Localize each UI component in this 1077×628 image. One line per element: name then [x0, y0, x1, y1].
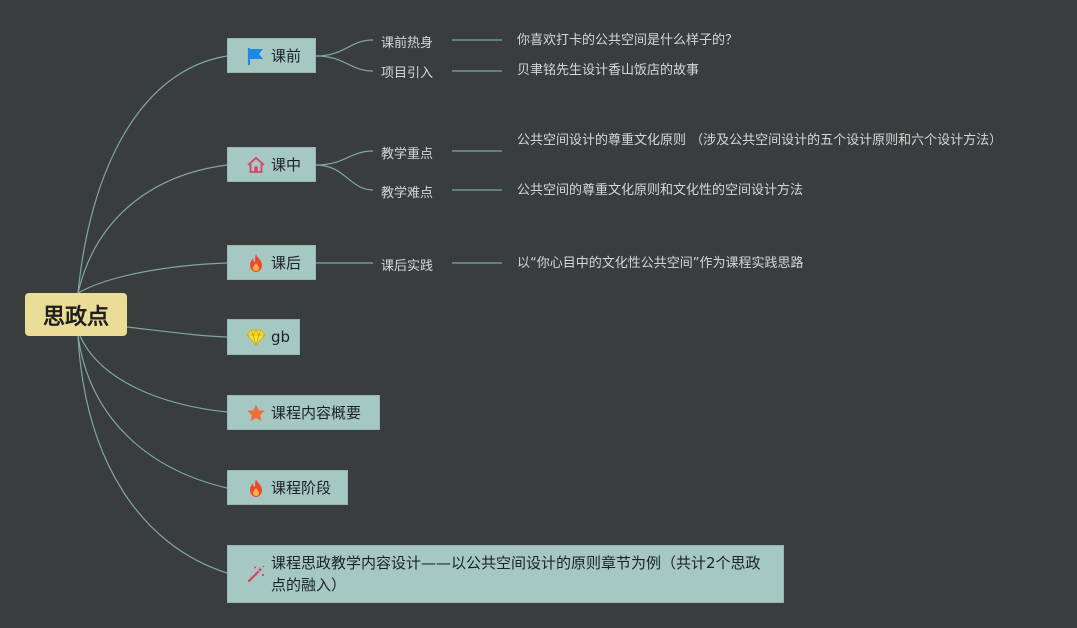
subtopic-label[interactable]: 教学难点	[381, 186, 434, 201]
home-icon	[246, 155, 266, 175]
subtopic-label[interactable]: 项目引入	[381, 66, 434, 81]
branch-label: 课前	[271, 46, 302, 65]
connector-b0-s0	[315, 39, 374, 57]
detail-text[interactable]: 贝聿铭先生设计香山饭店的故事	[517, 63, 700, 78]
branch-node-3[interactable]: gb	[227, 319, 300, 355]
connector-b1-s1	[315, 164, 374, 191]
subtopic-label[interactable]: 课前热身	[381, 36, 434, 51]
detail-text[interactable]: 以“你心目中的文化性公共空间”作为课程实践思路	[517, 256, 804, 271]
detail-text[interactable]: 公共空间设计的尊重文化原则 （涉及公共空间设计的五个设计原则和六个设计方法）	[517, 133, 1003, 148]
connector-root-b6	[77, 335, 228, 574]
branch-label: gb	[271, 328, 291, 346]
magic-wand-icon	[246, 564, 266, 584]
branch-node-5[interactable]: 课程阶段	[227, 470, 348, 505]
branch-label: 课程内容概要	[271, 403, 362, 422]
subtopic-label[interactable]: 课后实践	[381, 259, 434, 274]
branch-label: 课后	[271, 253, 302, 272]
branch-node-4[interactable]: 课程内容概要	[227, 395, 380, 430]
branch-node-2[interactable]: 课后	[227, 245, 316, 280]
detail-text[interactable]: 公共空间的尊重文化原则和文化性的空间设计方法	[517, 183, 804, 198]
connector-root-b4	[79, 335, 228, 413]
branch-label: 课程阶段	[271, 478, 332, 497]
connector-root-b5	[77, 335, 228, 489]
connector-root-b3	[126, 326, 228, 338]
diamond-icon	[246, 327, 266, 347]
branch-label: 课中	[271, 155, 302, 174]
fire-icon	[246, 253, 266, 273]
connector-root-b2	[77, 262, 228, 294]
branch-node-6[interactable]: 课程思政教学内容设计——以公共空间设计的原则章节为例（共计2个思政点的融入）	[227, 545, 784, 603]
fire-icon	[246, 478, 266, 498]
connector-b1-s0	[315, 150, 374, 166]
connector-root-b0	[77, 55, 228, 294]
branch-label: 课程思政教学内容设计——以公共空间设计的原则章节为例（共计2个思政点的融入）	[271, 554, 761, 594]
star-icon	[246, 403, 266, 423]
root-topic[interactable]: 思政点	[25, 293, 127, 336]
flag-icon	[246, 46, 266, 66]
branch-node-0[interactable]: 课前	[227, 38, 316, 73]
connector-b0-s1	[315, 55, 374, 72]
subtopic-label[interactable]: 教学重点	[381, 147, 434, 162]
connector-root-b1	[77, 164, 228, 294]
detail-text[interactable]: 你喜欢打卡的公共空间是什么样子的？	[517, 33, 739, 48]
branch-node-1[interactable]: 课中	[227, 147, 316, 182]
